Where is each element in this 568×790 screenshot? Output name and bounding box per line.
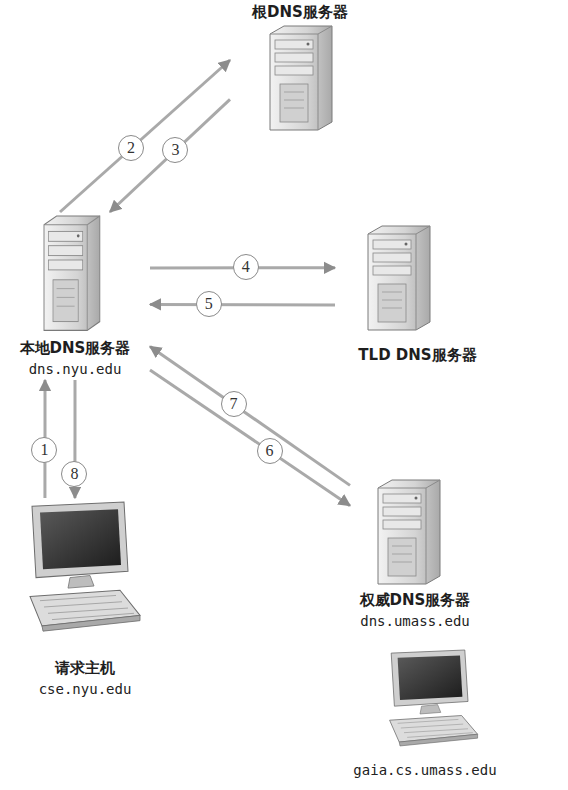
server-node: 本地DNS服务器dns.nyu.edu — [0, 212, 150, 380]
host-name: dns.umass.edu — [360, 610, 470, 632]
server-icon — [368, 226, 430, 330]
server-node: TLD DNS服务器 — [335, 222, 500, 365]
query-arrow — [110, 99, 230, 212]
query-arrow — [60, 60, 230, 212]
server-icon — [44, 216, 100, 330]
host-name: cse.nyu.edu — [39, 678, 132, 700]
step-number: 3 — [162, 137, 188, 163]
step-number: 1 — [31, 437, 57, 463]
host-name: dns.nyu.edu — [29, 358, 122, 380]
step-number: 6 — [257, 438, 283, 464]
step-number: 4 — [233, 254, 259, 280]
host-name: gaia.cs.umass.edu — [353, 759, 496, 781]
query-arrow — [150, 303, 335, 307]
query-arrow — [150, 346, 350, 485]
server-node: 根DNS服务器 — [230, 2, 370, 118]
computer-icon — [30, 502, 140, 631]
node-label: 请求主机 — [55, 658, 115, 678]
node-label: 本地DNS服务器 — [20, 338, 131, 358]
node-label: 权威DNS服务器 — [360, 590, 471, 610]
server-node: gaia.cs.umass.edu — [330, 645, 520, 781]
server-icon — [270, 26, 332, 130]
step-number: 5 — [196, 291, 222, 317]
server-node: 权威DNS服务器dns.umass.edu — [350, 476, 480, 632]
step-number: 7 — [221, 391, 247, 417]
node-label: 根DNS服务器 — [252, 2, 348, 22]
step-number: 8 — [61, 461, 87, 487]
step-number: 2 — [118, 135, 144, 161]
server-icon — [378, 480, 440, 584]
server-node: 请求主机cse.nyu.edu — [10, 498, 160, 700]
node-label: TLD DNS服务器 — [358, 345, 476, 365]
query-arrow — [150, 370, 350, 506]
computer-icon — [390, 650, 478, 746]
